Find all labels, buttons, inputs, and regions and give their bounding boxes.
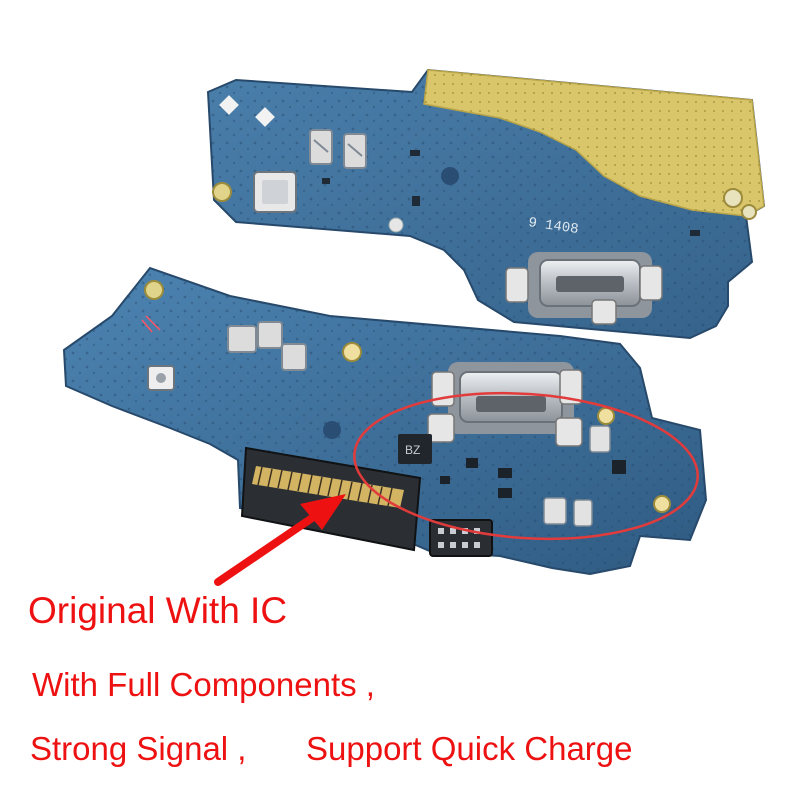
caption-quick-charge: Support Quick Charge xyxy=(306,730,633,767)
spring-contact xyxy=(309,129,367,169)
board-marking: 9 1408 xyxy=(527,215,579,238)
top-pcb-board: 9 1408 xyxy=(206,68,766,340)
bottom-pcb-board: BZ xyxy=(62,266,708,576)
spring-contact xyxy=(543,425,611,527)
usb-port-bottom xyxy=(427,362,583,447)
caption-original-with-ic: Original With IC xyxy=(28,590,288,631)
red-arrow-icon xyxy=(214,494,346,586)
spring-contact xyxy=(227,321,307,371)
chip-marking: BZ xyxy=(405,443,420,457)
caption-full-components: With Full Components , xyxy=(32,666,375,703)
usb-port-top xyxy=(505,252,663,325)
board-to-board-connector xyxy=(429,519,493,557)
ic-chip xyxy=(398,434,432,464)
caption-strong-signal: Strong Signal , xyxy=(30,730,247,767)
red-ellipse-highlight xyxy=(353,391,699,541)
